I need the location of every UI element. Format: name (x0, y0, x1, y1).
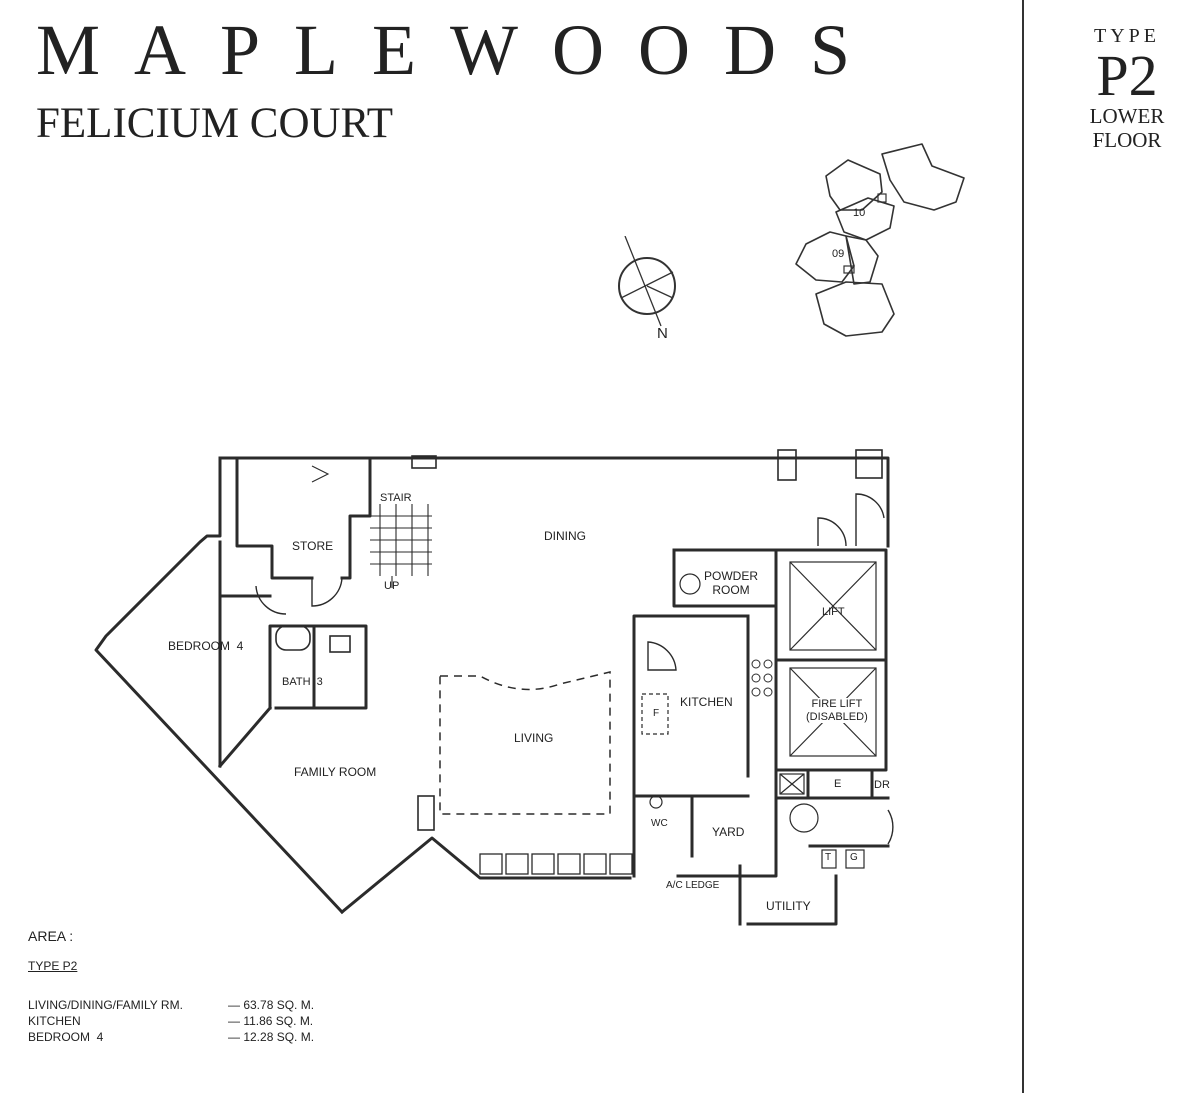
label-powder-room: POWDER ROOM (704, 569, 758, 598)
area-rows: LIVING/DINING/FAMILY RM. — 63.78 SQ. M. … (28, 997, 314, 1045)
floor-plan: STAIR STORE UP DINING POWDER ROOM LIFT F… (80, 446, 920, 936)
label-store: STORE (292, 539, 334, 553)
label-up: UP (384, 580, 400, 592)
area-row-room: KITCHEN (28, 1014, 81, 1028)
unit-type-code: P2 (1096, 43, 1158, 108)
area-row: BEDROOM 4 — 12.28 SQ. M. (28, 1029, 314, 1045)
unit-floor-line1: LOWER (1089, 104, 1165, 129)
key-plan: 10 09 (795, 143, 965, 337)
label-dining: DINING (544, 529, 586, 543)
north-label: N (657, 325, 668, 342)
label-bath-3: BATH 3 (282, 676, 323, 688)
label-fire-lift-line2: (DISABLED) (806, 710, 868, 723)
vertical-divider (1022, 0, 1024, 1093)
label-bedroom-4: BEDROOM 4 (168, 639, 244, 653)
label-g: G (850, 852, 858, 863)
label-family-room: FAMILY ROOM (294, 765, 377, 779)
label-fridge: F (653, 708, 660, 719)
unit-type-box: TYPE P2 LOWER FLOOR (1072, 26, 1179, 152)
label-fire-lift: FIRE LIFT (DISABLED) (806, 698, 868, 724)
label-fire-lift-line1: FIRE LIFT (811, 698, 863, 710)
label-living: LIVING (514, 731, 554, 745)
area-row-value: — 12.28 SQ. M. (228, 1030, 315, 1044)
label-stair: STAIR (380, 492, 412, 504)
label-dr: DR (874, 779, 890, 791)
unit-floor-line2: FLOOR (1092, 127, 1162, 152)
area-schedule: AREA : TYPE P2 LIVING/DINING/FAMILY RM. … (28, 928, 314, 1045)
area-row-room: BEDROOM 4 (28, 1030, 104, 1044)
area-type-label: TYPE P2 (28, 959, 78, 973)
label-lift: LIFT (822, 606, 845, 618)
project-title: MAPLEWOODS (36, 10, 885, 90)
project-subtitle: FELICIUM COURT (36, 100, 393, 147)
label-wc: WC (651, 818, 668, 829)
label-powder-room-line1: POWDER (704, 569, 758, 583)
area-row-value: — 63.78 SQ. M. (228, 998, 315, 1012)
label-utility: UTILITY (766, 899, 811, 913)
area-heading: AREA : (28, 928, 74, 944)
unit-type-label: TYPE (1094, 25, 1160, 47)
area-row-value: — 11.86 SQ. M. (228, 1014, 314, 1028)
floor-plan-drawing (94, 449, 894, 926)
area-row: KITCHEN — 11.86 SQ. M. (28, 1013, 314, 1029)
area-row-room: LIVING/DINING/FAMILY RM. (28, 998, 183, 1012)
label-e: E (834, 778, 842, 790)
key-plan-unit-10: 10 (853, 207, 865, 219)
label-ac-ledge: A/C LEDGE (666, 880, 720, 891)
label-kitchen: KITCHEN (680, 695, 733, 709)
label-yard: YARD (712, 825, 745, 839)
label-t: T (825, 852, 832, 863)
key-plan-unit-09: 09 (832, 248, 844, 260)
label-powder-room-line2: ROOM (712, 582, 750, 597)
area-row: LIVING/DINING/FAMILY RM. — 63.78 SQ. M. (28, 997, 314, 1013)
north-arrow-icon: N (618, 236, 676, 342)
